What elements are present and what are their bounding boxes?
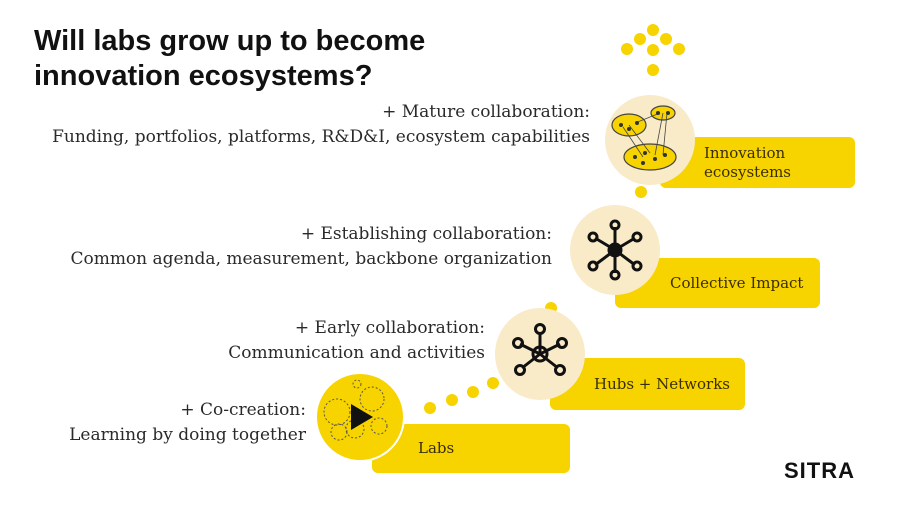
dot — [446, 394, 458, 406]
play-bubbles-icon — [315, 372, 405, 462]
stage-4-description: + Mature collaboration: Funding, portfol… — [52, 100, 590, 150]
stage-heading: + Co-creation: — [180, 400, 306, 420]
dot — [673, 43, 685, 55]
stage-label: Innovation ecosystems — [704, 143, 792, 181]
dot — [647, 64, 659, 76]
stage-detail: Funding, portfolios, platforms, R&D&I, e… — [52, 127, 590, 147]
collective-network-icon — [570, 205, 660, 295]
stage-label: Labs — [418, 439, 455, 457]
dot — [424, 402, 436, 414]
dot — [660, 33, 672, 45]
stage-box-labs: Labs — [372, 424, 570, 473]
stage-box-innovation-ecosystems: Innovation ecosystems — [660, 137, 855, 188]
title-line-2: innovation ecosystems? — [34, 60, 373, 92]
dot — [647, 24, 659, 36]
stage-heading: + Mature collaboration: — [382, 102, 590, 122]
dot — [467, 386, 479, 398]
dot — [487, 377, 499, 389]
dot — [635, 186, 647, 198]
stage-3-description: + Establishing collaboration: Common age… — [70, 222, 552, 272]
dot — [647, 44, 659, 56]
dot — [621, 43, 633, 55]
hub-network-icon — [495, 308, 585, 400]
stage-label: Hubs + Networks — [594, 374, 731, 393]
slide-title: Will labs grow up to become innovation e… — [34, 24, 425, 94]
stage-detail: Common agenda, measurement, backbone org… — [70, 249, 552, 269]
stage-detail: Communication and activities — [228, 343, 485, 363]
stage-1-description: + Co-creation: Learning by doing togethe… — [69, 398, 306, 448]
stage-2-description: + Early collaboration: Communication and… — [228, 316, 485, 366]
stage-label: Collective Impact — [670, 273, 804, 292]
ecosystem-clusters-icon — [605, 95, 695, 185]
stage-detail: Learning by doing together — [69, 425, 306, 445]
dot — [634, 33, 646, 45]
stage-heading: + Early collaboration: — [294, 318, 485, 338]
stage-heading: + Establishing collaboration: — [300, 224, 552, 244]
sitra-logo: SITRA — [784, 458, 855, 483]
title-line-1: Will labs grow up to become — [34, 25, 426, 57]
